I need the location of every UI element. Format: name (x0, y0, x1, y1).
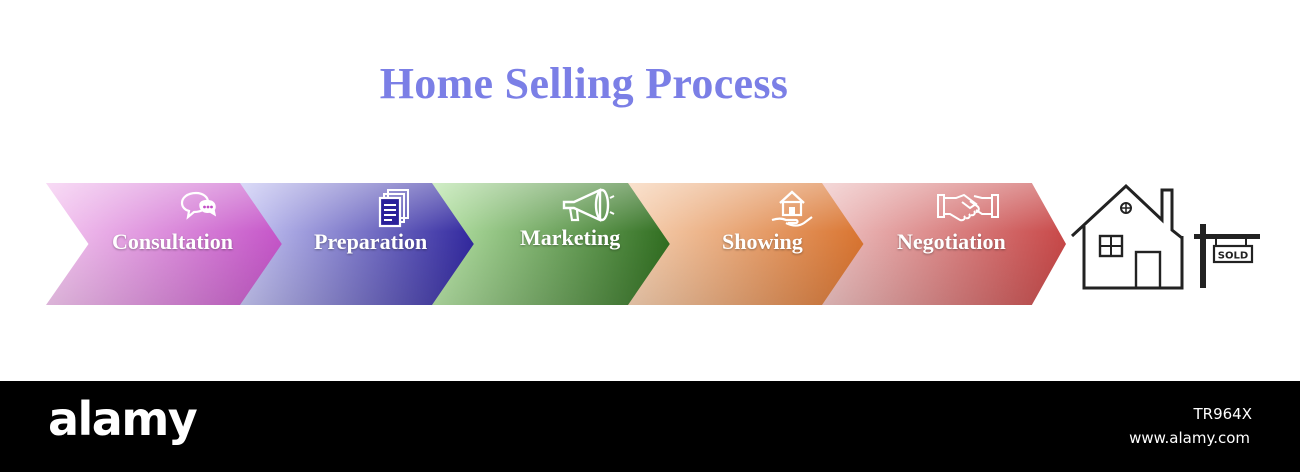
documents-icon (378, 189, 409, 228)
sold-house-icon: SOLD (1070, 183, 1260, 290)
step-label-consultation: Consultation (112, 229, 234, 254)
step-label-showing: Showing (722, 229, 803, 254)
house-in-hand-icon (771, 190, 813, 227)
chat-bubbles-icon (180, 191, 217, 220)
process-steps: Consultation Preparation Marketing Showi… (46, 183, 1066, 305)
step-label-preparation: Preparation (314, 229, 428, 254)
watermark-bar (0, 381, 1300, 472)
sold-sign-text: SOLD (1218, 251, 1248, 262)
diagram-title: Home Selling Process (379, 59, 789, 108)
site-url: www.alamy.com (1129, 429, 1250, 447)
image-code: TR964X (1193, 405, 1253, 423)
brand-logo: alamy (48, 392, 198, 446)
step-label-marketing: Marketing (520, 225, 621, 250)
step-label-negotiation: Negotiation (897, 229, 1006, 254)
handshake-icon (937, 193, 999, 222)
megaphone-icon (562, 188, 615, 222)
